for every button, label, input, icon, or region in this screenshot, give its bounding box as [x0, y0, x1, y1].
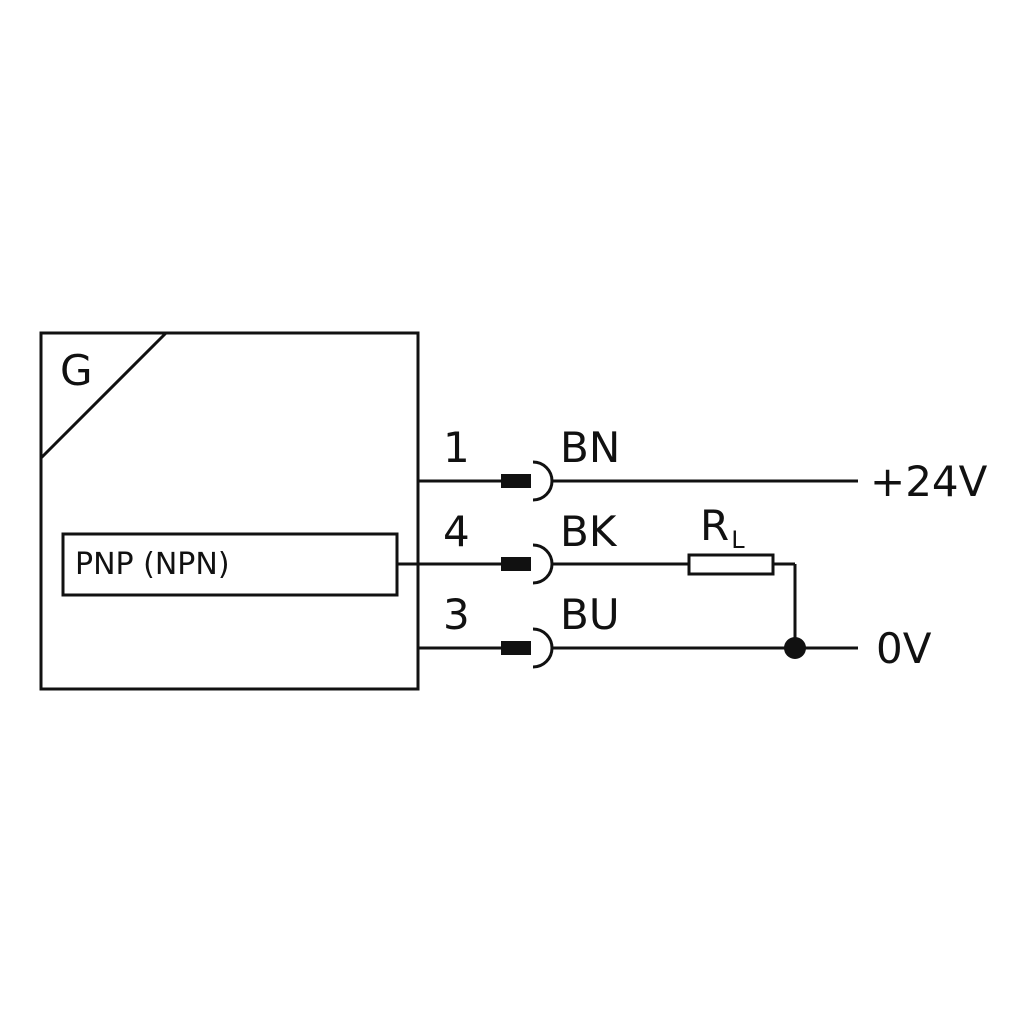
sensor-housing	[39, 331, 420, 691]
connector-1-pin	[501, 474, 531, 488]
pin-4-number: 4	[443, 507, 470, 556]
pin-1-number: 1	[443, 423, 470, 472]
junction-dot	[784, 637, 806, 659]
pin-3-number: 3	[443, 590, 470, 639]
wire-4-color-code: BK	[560, 507, 618, 556]
housing-corner-line	[39, 331, 168, 460]
sensor-type-letter: G	[60, 346, 93, 395]
load-resistor-label: RL	[700, 501, 745, 554]
connector-4-pin	[501, 557, 531, 571]
output-stage-label: PNP (NPN)	[75, 547, 230, 582]
wire-1-color-code: BN	[560, 423, 620, 472]
wire-3-color-code: BU	[560, 590, 620, 639]
load-label-main: R	[700, 501, 729, 550]
connector-3-pin	[501, 641, 531, 655]
load-resistor	[687, 553, 775, 576]
supply-positive-label: +24V	[870, 457, 988, 506]
connector-3-socket	[532, 627, 554, 669]
connector-1-socket	[532, 460, 554, 502]
load-label-sub: L	[731, 526, 745, 554]
connector-4-socket	[532, 543, 554, 585]
supply-ground-label: 0V	[876, 624, 932, 673]
